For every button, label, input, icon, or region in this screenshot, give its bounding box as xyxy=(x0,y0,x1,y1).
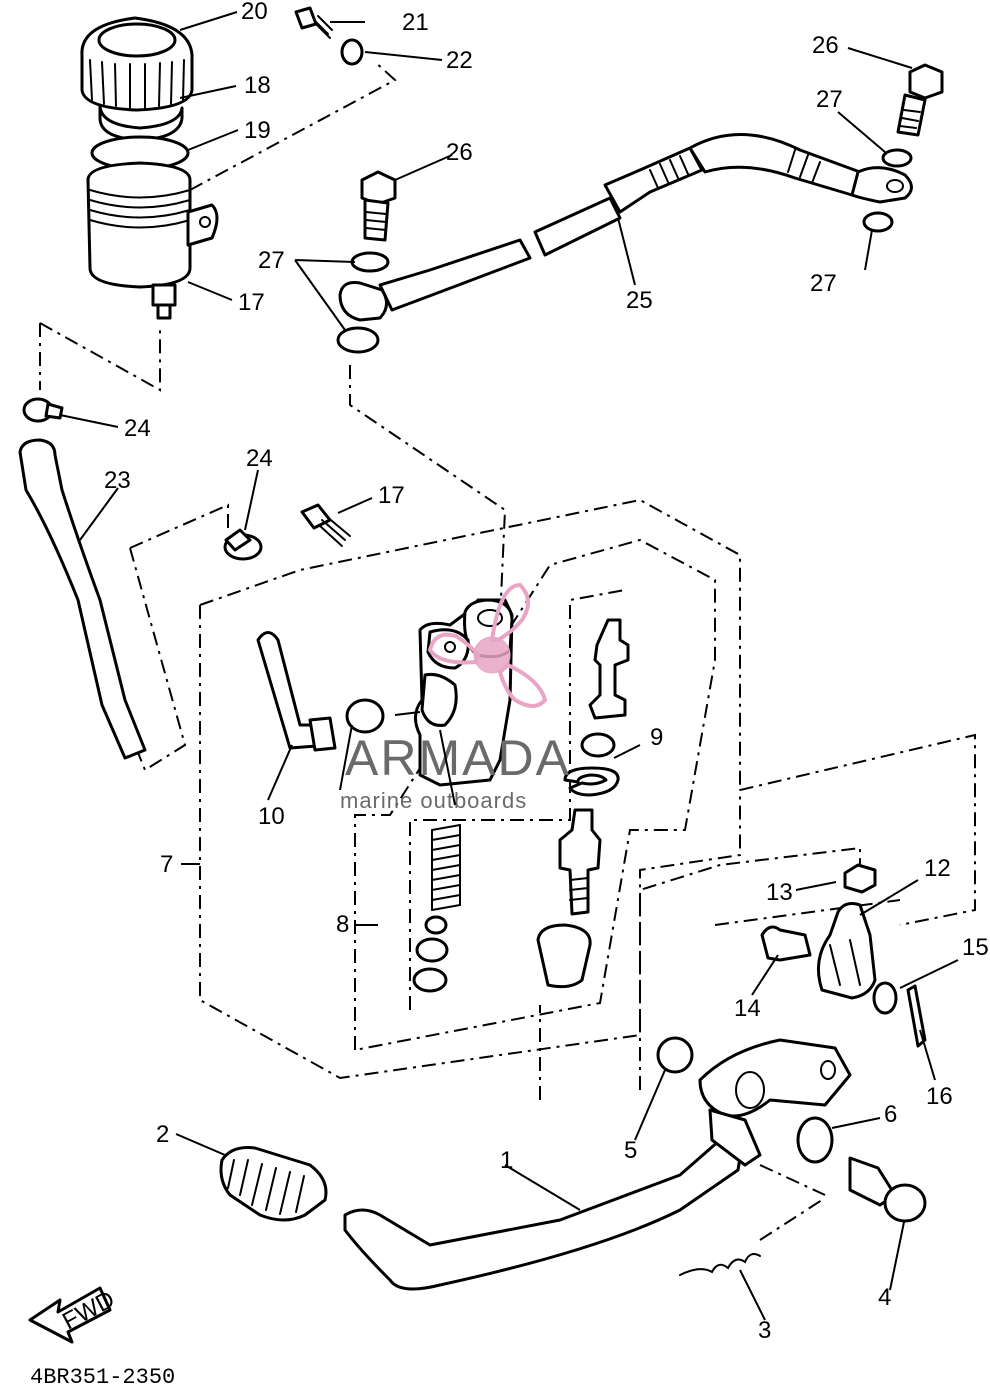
brake-hose-26 xyxy=(338,133,913,322)
callout-27-right: 26 xyxy=(812,32,839,59)
bolt-17 xyxy=(300,503,351,547)
callout-labels: 20 21 22 18 19 17 26 26 27 27 27 25 24 2… xyxy=(104,0,989,1344)
pin-14 xyxy=(760,925,812,962)
leader-lines xyxy=(59,11,959,1321)
callout-12: 12 xyxy=(924,855,951,882)
forward-direction-arrow: FWD xyxy=(28,1286,119,1344)
union-bolt-27-upper xyxy=(896,63,944,137)
washer-15 xyxy=(872,981,898,1015)
callout-2: 2 xyxy=(156,1121,169,1148)
boot-cap xyxy=(345,698,385,734)
callout-25-lower: 24 xyxy=(246,445,273,472)
reservoir-hose-24 xyxy=(18,438,147,760)
reservoir-link-guide xyxy=(189,61,397,191)
return-spring-3 xyxy=(679,1253,761,1276)
union-bolt-27-lower xyxy=(360,170,397,242)
callout-8: 8 xyxy=(336,911,349,938)
callout-28-bottom-right: 27 xyxy=(810,270,837,297)
washer-6 xyxy=(796,1116,834,1164)
callout-23: 22 xyxy=(446,47,473,74)
assembly-outline-7 xyxy=(199,605,976,1080)
callout-22: 21 xyxy=(402,9,429,36)
callout-5: 5 xyxy=(624,1137,637,1164)
callout-26: 25 xyxy=(626,287,653,314)
spring xyxy=(431,824,461,911)
callout-17: 17 xyxy=(378,482,405,509)
piston xyxy=(588,618,630,720)
washer-28-upper-right xyxy=(881,148,913,168)
propeller-logo xyxy=(427,582,548,708)
brand-watermark: ARMADA marine outboards xyxy=(340,582,571,813)
callout-15: 15 xyxy=(962,934,989,961)
spring-guide xyxy=(759,1164,826,1241)
hose-guide xyxy=(129,503,229,772)
screw-22 xyxy=(294,6,333,39)
callout-27-left: 26 xyxy=(446,139,473,166)
watermark-brand: ARMADA xyxy=(345,730,571,786)
piston-seal xyxy=(580,732,616,758)
callout-6: 6 xyxy=(884,1101,897,1128)
pedal-rubber-2 xyxy=(219,1146,328,1222)
callout-1: 1 xyxy=(500,1147,513,1174)
washer-28-lower-right xyxy=(862,211,894,233)
diagram-code: 4BR351-2350 xyxy=(30,1365,175,1387)
diaphragm xyxy=(98,103,184,142)
callout-14: 14 xyxy=(734,995,761,1022)
callout-4: 4 xyxy=(878,1284,891,1311)
washer-28-top-left xyxy=(350,251,390,273)
callout-28-left: 27 xyxy=(258,247,285,274)
hose-clamp-25-lower xyxy=(223,528,263,561)
reservoir-body xyxy=(86,161,219,320)
callout-3: 3 xyxy=(758,1317,771,1344)
washer-5 xyxy=(656,1036,694,1074)
callout-20: 19 xyxy=(244,117,271,144)
callout-16: 16 xyxy=(926,1083,953,1110)
dust-boot xyxy=(536,923,592,989)
banjo-guide xyxy=(349,365,507,621)
assembly-outline-pedal xyxy=(539,846,901,1100)
cup-upper xyxy=(424,915,448,935)
assembly-outline-8 xyxy=(354,538,716,1051)
hose-joint-10 xyxy=(256,631,337,752)
watermark-tagline: marine outboards xyxy=(340,788,527,813)
nut-13 xyxy=(843,863,877,894)
reservoir-cap xyxy=(80,16,194,112)
washer-23 xyxy=(340,38,364,66)
cup-lower xyxy=(412,967,448,993)
callout-10: 10 xyxy=(258,803,285,830)
callout-7: 7 xyxy=(160,851,173,878)
callout-13: 13 xyxy=(766,879,793,906)
callout-18: 17 xyxy=(238,289,265,316)
callout-24: 23 xyxy=(104,467,131,494)
brake-pedal-1 xyxy=(343,1038,852,1291)
hose-clamp-25-upper xyxy=(22,397,64,423)
callout-21: 20 xyxy=(241,0,268,25)
reservoir-guide xyxy=(39,322,161,392)
assembly-outline-7-top xyxy=(199,498,741,790)
pivot-bolt-4 xyxy=(848,1156,927,1223)
cup-middle xyxy=(415,937,449,963)
callout-9: 9 xyxy=(650,724,663,751)
callout-19: 18 xyxy=(244,72,271,99)
circlip-9 xyxy=(563,766,620,797)
assembly-outline-inner xyxy=(409,589,626,1010)
washer-28-bottom-left xyxy=(336,326,380,354)
clevis-12 xyxy=(816,902,877,1000)
callout-25-upper: 24 xyxy=(124,415,151,442)
callout-28-top-right: 27 xyxy=(816,86,843,113)
push-rod xyxy=(558,808,602,916)
